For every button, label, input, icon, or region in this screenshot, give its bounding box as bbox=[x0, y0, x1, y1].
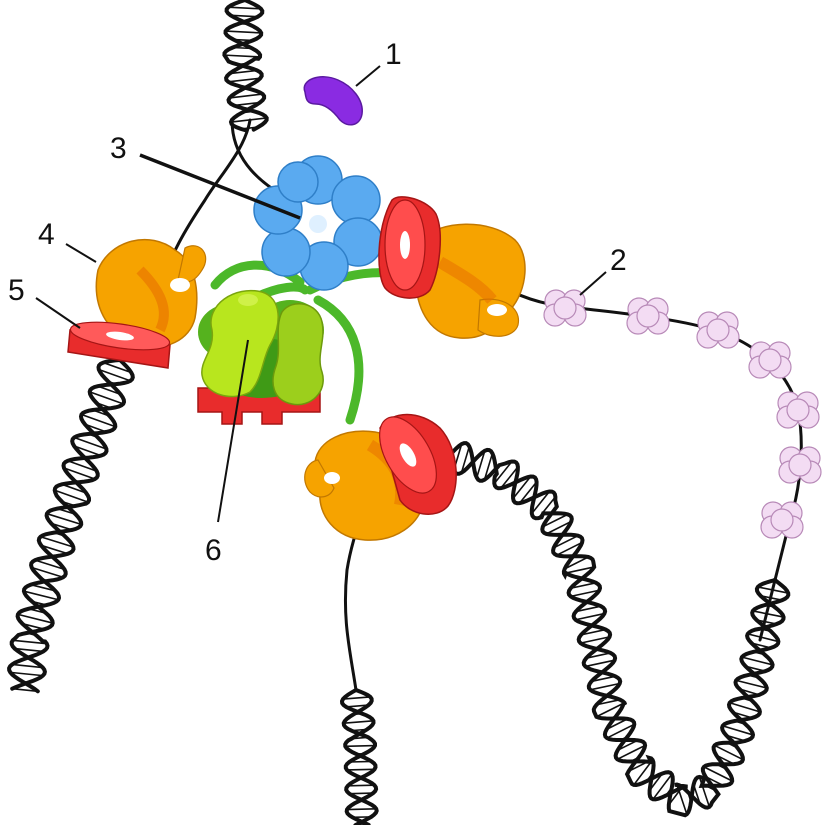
dna-helix-left bbox=[7, 358, 135, 694]
nucleosome-icon bbox=[543, 289, 587, 327]
label-2: 2 bbox=[610, 244, 627, 277]
nucleosome-icon bbox=[776, 391, 820, 429]
label-5: 5 bbox=[8, 274, 25, 307]
dna-helix-top bbox=[222, 0, 269, 133]
label-3: 3 bbox=[110, 132, 127, 165]
nucleosome-icon bbox=[748, 341, 792, 379]
polymerase-icon bbox=[95, 238, 207, 348]
dna-helices bbox=[7, 0, 791, 825]
label-4: 4 bbox=[38, 218, 55, 251]
label-6: 6 bbox=[205, 534, 222, 567]
purple-bean-icon bbox=[303, 76, 363, 126]
dna-helix-bottom bbox=[339, 688, 379, 825]
nucleosome-icon bbox=[626, 297, 670, 335]
polymerase-icon bbox=[415, 223, 526, 339]
nucleosome-icon bbox=[696, 311, 740, 349]
nucleosome-cluster-icon bbox=[543, 289, 822, 539]
nucleosome-icon bbox=[778, 446, 822, 484]
clamp-ring-icon bbox=[67, 321, 171, 369]
clamp-loader-icon bbox=[197, 289, 324, 425]
dna-helix-loop bbox=[448, 441, 791, 818]
nucleosome-icon bbox=[760, 501, 804, 539]
clamp-ring-icon bbox=[378, 196, 441, 299]
clamp-ring-icon bbox=[379, 413, 457, 515]
label-1: 1 bbox=[385, 38, 402, 71]
leader-lines bbox=[35, 65, 607, 523]
